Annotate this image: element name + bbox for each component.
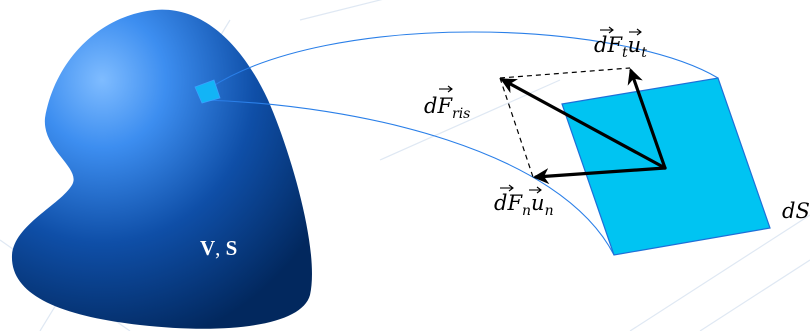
connector-bottom xyxy=(204,99,615,256)
dashed-components xyxy=(499,67,631,178)
svg-text:dFtut: dFtut xyxy=(594,33,647,61)
svg-text:dFnun: dFnun xyxy=(494,191,554,219)
connector-top xyxy=(209,31,719,89)
svg-text:dFris: dFris xyxy=(424,94,470,122)
normal-force-arrow xyxy=(532,166,667,185)
force-arrows xyxy=(500,67,667,185)
label-resultant-force: dFris xyxy=(424,85,470,122)
label-body: V, S xyxy=(200,236,237,260)
resultant-force-arrow xyxy=(500,78,667,170)
label-tangent-force: dFtut xyxy=(594,26,647,61)
label-normal-force: dFnun xyxy=(494,184,554,219)
tangent-force-arrow xyxy=(627,67,667,170)
surface-patch xyxy=(194,79,221,104)
body-volume xyxy=(11,9,312,329)
label-surface-element: dS xyxy=(782,199,810,223)
